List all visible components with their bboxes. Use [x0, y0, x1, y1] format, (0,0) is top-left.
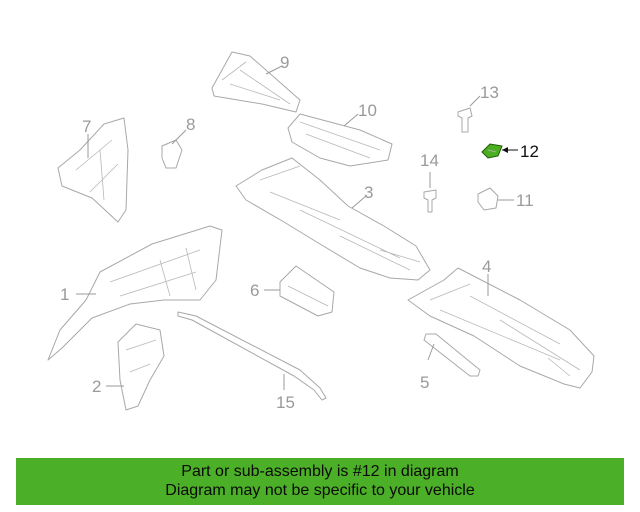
part-4[interactable]	[407, 267, 595, 389]
leader-13	[469, 95, 481, 107]
part-7[interactable]	[57, 117, 129, 223]
part-8[interactable]	[161, 139, 183, 169]
part-11[interactable]	[477, 187, 499, 211]
callout-7[interactable]: 7	[82, 117, 91, 136]
part-1[interactable]	[47, 225, 223, 361]
part-2[interactable]	[117, 323, 165, 411]
part-10[interactable]	[287, 113, 393, 167]
callout-14[interactable]: 14	[420, 151, 439, 170]
callout-6[interactable]: 6	[250, 281, 259, 300]
leader-8	[171, 129, 187, 145]
callout-3[interactable]: 3	[364, 183, 373, 202]
part-15[interactable]	[177, 311, 327, 401]
callout-10[interactable]: 10	[358, 101, 377, 120]
part-13[interactable]	[457, 107, 473, 133]
callout-11[interactable]: 11	[516, 191, 534, 210]
callout-5[interactable]: 5	[420, 373, 429, 392]
part-9[interactable]	[211, 51, 301, 113]
callout-2[interactable]: 2	[92, 377, 101, 396]
part-12[interactable]	[481, 143, 503, 159]
callout-4[interactable]: 4	[482, 257, 491, 276]
callout-1[interactable]: 1	[60, 285, 69, 304]
callout-8[interactable]: 8	[186, 115, 195, 134]
part-3[interactable]	[235, 157, 431, 281]
callout-9[interactable]: 9	[280, 53, 289, 72]
leader-10	[343, 113, 359, 127]
banner-line-2: Diagram may not be specific to your vehi…	[165, 482, 475, 499]
callout-15[interactable]: 15	[276, 393, 295, 412]
callout-12[interactable]: 12	[520, 142, 539, 161]
part-5[interactable]	[423, 333, 481, 377]
banner-line-1: Part or sub-assembly is #12 in diagram	[181, 463, 459, 480]
part-6[interactable]	[279, 265, 335, 317]
leader-5	[427, 343, 435, 361]
info-banner: Part or sub-assembly is #12 in diagram D…	[16, 458, 624, 505]
parts-diagram: 9 10 13 12 14 11 7 8	[47, 51, 595, 412]
leader-9	[265, 65, 283, 75]
leader-12-arrow	[502, 147, 508, 153]
part-14[interactable]	[423, 189, 437, 213]
leader-3	[351, 195, 367, 209]
callout-13[interactable]: 13	[480, 83, 499, 102]
